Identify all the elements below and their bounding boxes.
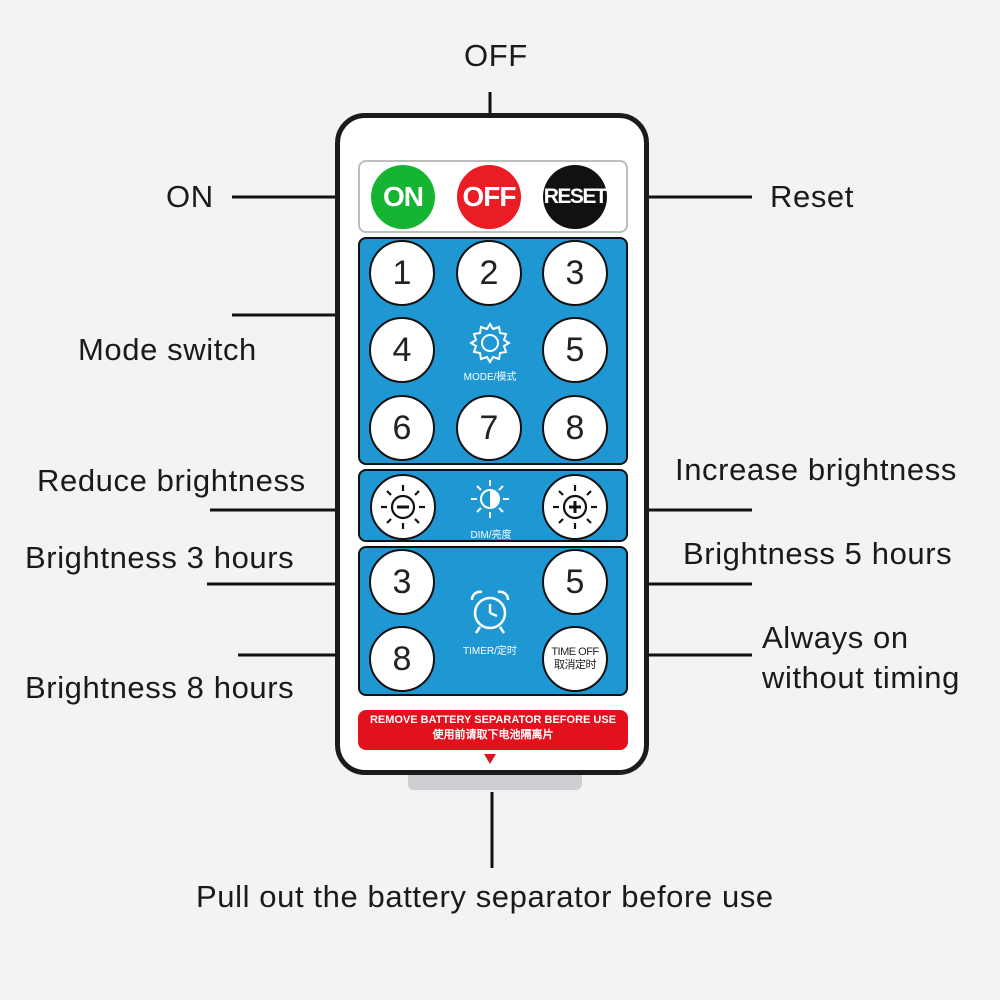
alarm-clock-icon <box>470 590 510 634</box>
mode-button-7[interactable]: 7 <box>456 395 522 461</box>
time-off-button[interactable]: TIME OFF 取消定时 <box>542 626 608 692</box>
timer-5h-button[interactable]: 5 <box>542 549 608 615</box>
mode-button-5[interactable]: 5 <box>542 317 608 383</box>
down-arrow-icon <box>484 754 496 764</box>
brightness-down-icon <box>381 485 425 529</box>
timer-8h-button[interactable]: 8 <box>369 626 435 692</box>
reset-button[interactable]: RESET <box>543 165 608 229</box>
label-always-on-1: Always on <box>762 620 909 655</box>
on-button[interactable]: ON <box>371 165 435 229</box>
warning-line-1: REMOVE BATTERY SEPARATOR BEFORE USE <box>369 714 617 726</box>
time-off-line2: 取消定时 <box>554 659 597 671</box>
brightness-up-button[interactable] <box>542 474 608 540</box>
battery-warning: REMOVE BATTERY SEPARATOR BEFORE USE 使用前请… <box>358 710 628 750</box>
mode-button-1[interactable]: 1 <box>369 240 435 306</box>
label-brightness-5: Brightness 5 hours <box>683 536 953 571</box>
label-mode-switch: Mode switch <box>78 332 257 367</box>
label-reset: Reset <box>770 179 854 214</box>
mode-button-8[interactable]: 8 <box>542 395 608 461</box>
dim-sun-icon <box>471 480 509 518</box>
mode-button-2[interactable]: 2 <box>456 240 522 306</box>
mode-caption: MODE/模式 <box>463 372 517 383</box>
mode-button-4[interactable]: 4 <box>369 317 435 383</box>
label-always-on-2: without timing <box>762 660 960 695</box>
warning-line-2: 使用前请取下电池隔离片 <box>432 728 554 741</box>
label-on: ON <box>166 179 214 214</box>
label-reduce-brightness: Reduce brightness <box>37 463 306 498</box>
mode-button-6[interactable]: 6 <box>369 395 435 461</box>
brightness-down-button[interactable] <box>370 474 436 540</box>
brightness-up-icon <box>553 485 597 529</box>
off-button[interactable]: OFF <box>457 165 521 229</box>
time-off-line1: TIME OFF <box>551 645 599 658</box>
mode-button-3[interactable]: 3 <box>542 240 608 306</box>
timer-caption: TIMER/定时 <box>463 646 517 657</box>
gear-icon <box>469 322 511 364</box>
label-battery-separator: Pull out the battery separator before us… <box>196 879 774 914</box>
timer-3h-button[interactable]: 3 <box>369 549 435 615</box>
label-brightness-8: Brightness 8 hours <box>25 670 295 705</box>
label-off: OFF <box>464 38 528 73</box>
label-brightness-3: Brightness 3 hours <box>25 540 295 575</box>
dim-caption: DIM/亮度 <box>470 530 512 541</box>
label-increase-brightness: Increase brightness <box>675 452 957 487</box>
